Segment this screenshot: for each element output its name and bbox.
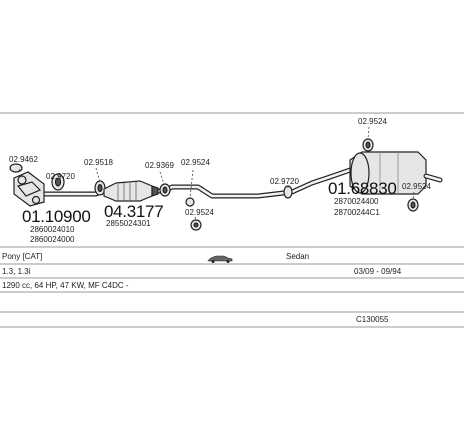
bracket-1-label: 02.9524 (181, 158, 210, 167)
clamp-1-shape (9, 163, 23, 173)
mount-top-shape (362, 138, 374, 152)
mount-top-label: 02.9524 (358, 117, 387, 126)
rear-silencer-ref-1: 2870024400 (334, 197, 379, 206)
gasket-2-label: 02.9518 (84, 158, 113, 167)
exhaust-pipe (39, 165, 359, 199)
catalogue-number: C130055 (356, 315, 389, 324)
bracket-2-shape (185, 197, 195, 207)
clamp-2-label: 02.9369 (145, 161, 174, 170)
gasket-2-shape (94, 180, 106, 196)
catalyst-code: 04.3177 (104, 202, 163, 221)
leader-lines (17, 126, 415, 221)
rear-silencer-ref-2: 28700244C1 (334, 208, 380, 217)
front-pipe-ref-2: 2860024000 (30, 235, 75, 244)
catalytic-converter (103, 180, 159, 202)
front-pipe-code: 01.10900 (22, 207, 91, 226)
body-type: Sedan (286, 252, 310, 261)
front-pipe-ref-1: 2860024010 (30, 225, 75, 234)
vehicle-model: Pony [CAT] (2, 252, 43, 261)
bracket-2-label: 02.9524 (185, 208, 214, 217)
catalyst-ref-1: 2855024301 (106, 219, 151, 228)
clamp-3-label: 02.9720 (270, 177, 299, 186)
gasket-1-shape (51, 173, 65, 191)
front-pipe (13, 171, 45, 207)
engine-specs: 1290 cc, 64 HP, 47 KW, MF C4DC - (2, 281, 129, 290)
engine-variant: 1.3, 1.3i (2, 267, 31, 276)
gasket-1-label: 02.9720 (46, 172, 75, 181)
mount-right-label: 02.9524 (402, 182, 431, 191)
rear-silencer (349, 151, 443, 195)
bracket-1-shape (190, 219, 202, 231)
sedan-car-icon (207, 255, 233, 263)
mount-right-shape (407, 198, 419, 212)
rear-silencer-code: 01.68830 (328, 179, 397, 198)
clamp-2-shape (159, 183, 171, 197)
production-dates: 03/09 - 09/94 (354, 267, 402, 276)
clamp-1-label: 02.9462 (9, 155, 38, 164)
